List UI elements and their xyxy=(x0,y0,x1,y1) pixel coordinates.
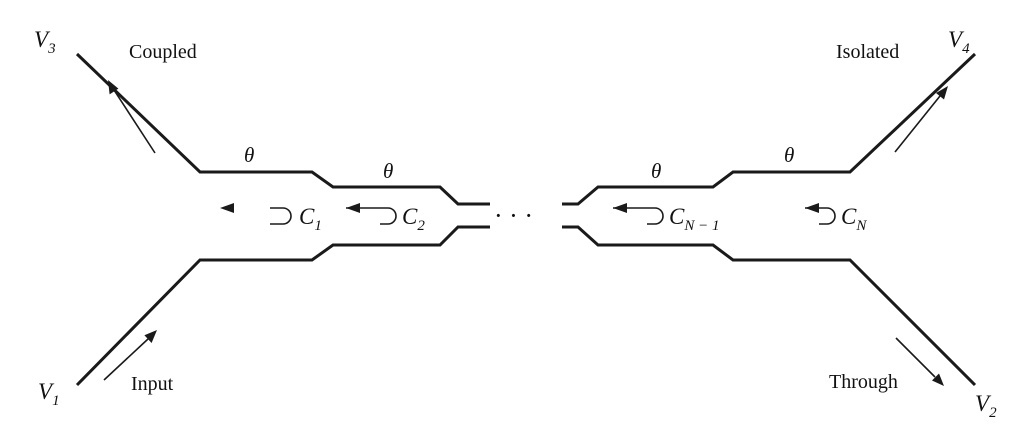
isolated-direction-arrow xyxy=(894,86,948,153)
coupling-c2-label: C2 xyxy=(402,204,425,234)
reflection-arrow-c1 xyxy=(220,203,292,225)
input-direction-arrow xyxy=(103,330,157,381)
lower-line-right xyxy=(562,225,977,387)
port-v3-label: V3 xyxy=(34,27,56,57)
through-port-label: Through xyxy=(829,371,898,393)
isolated-port-label: Isolated xyxy=(836,41,899,63)
theta-label-4: θ xyxy=(784,143,794,167)
port-v1-label: V1 xyxy=(38,379,60,409)
coupling-cn-1-label: CN − 1 xyxy=(669,204,719,234)
coupling-cn-label: CN xyxy=(841,204,867,234)
upper-line-left xyxy=(75,52,490,206)
input-port-label: Input xyxy=(131,373,174,395)
sections-ellipsis: · · · xyxy=(494,201,533,230)
lower-line-left xyxy=(75,225,490,387)
reflection-arrow-cn-1 xyxy=(613,203,664,225)
coupled-direction-arrow xyxy=(108,80,156,154)
port-v2-label: V2 xyxy=(975,391,997,421)
reflection-arrow-c2 xyxy=(346,203,397,225)
theta-label-1: θ xyxy=(244,143,254,167)
coupling-c1-label: C1 xyxy=(299,204,322,234)
reflection-arrow-cn xyxy=(805,203,836,225)
theta-label-3: θ xyxy=(651,159,661,183)
theta-label-2: θ xyxy=(383,159,393,183)
port-v4-label: V4 xyxy=(948,27,970,57)
coupled-port-label: Coupled xyxy=(129,41,197,63)
upper-line-right xyxy=(562,52,977,206)
through-direction-arrow xyxy=(895,337,944,386)
